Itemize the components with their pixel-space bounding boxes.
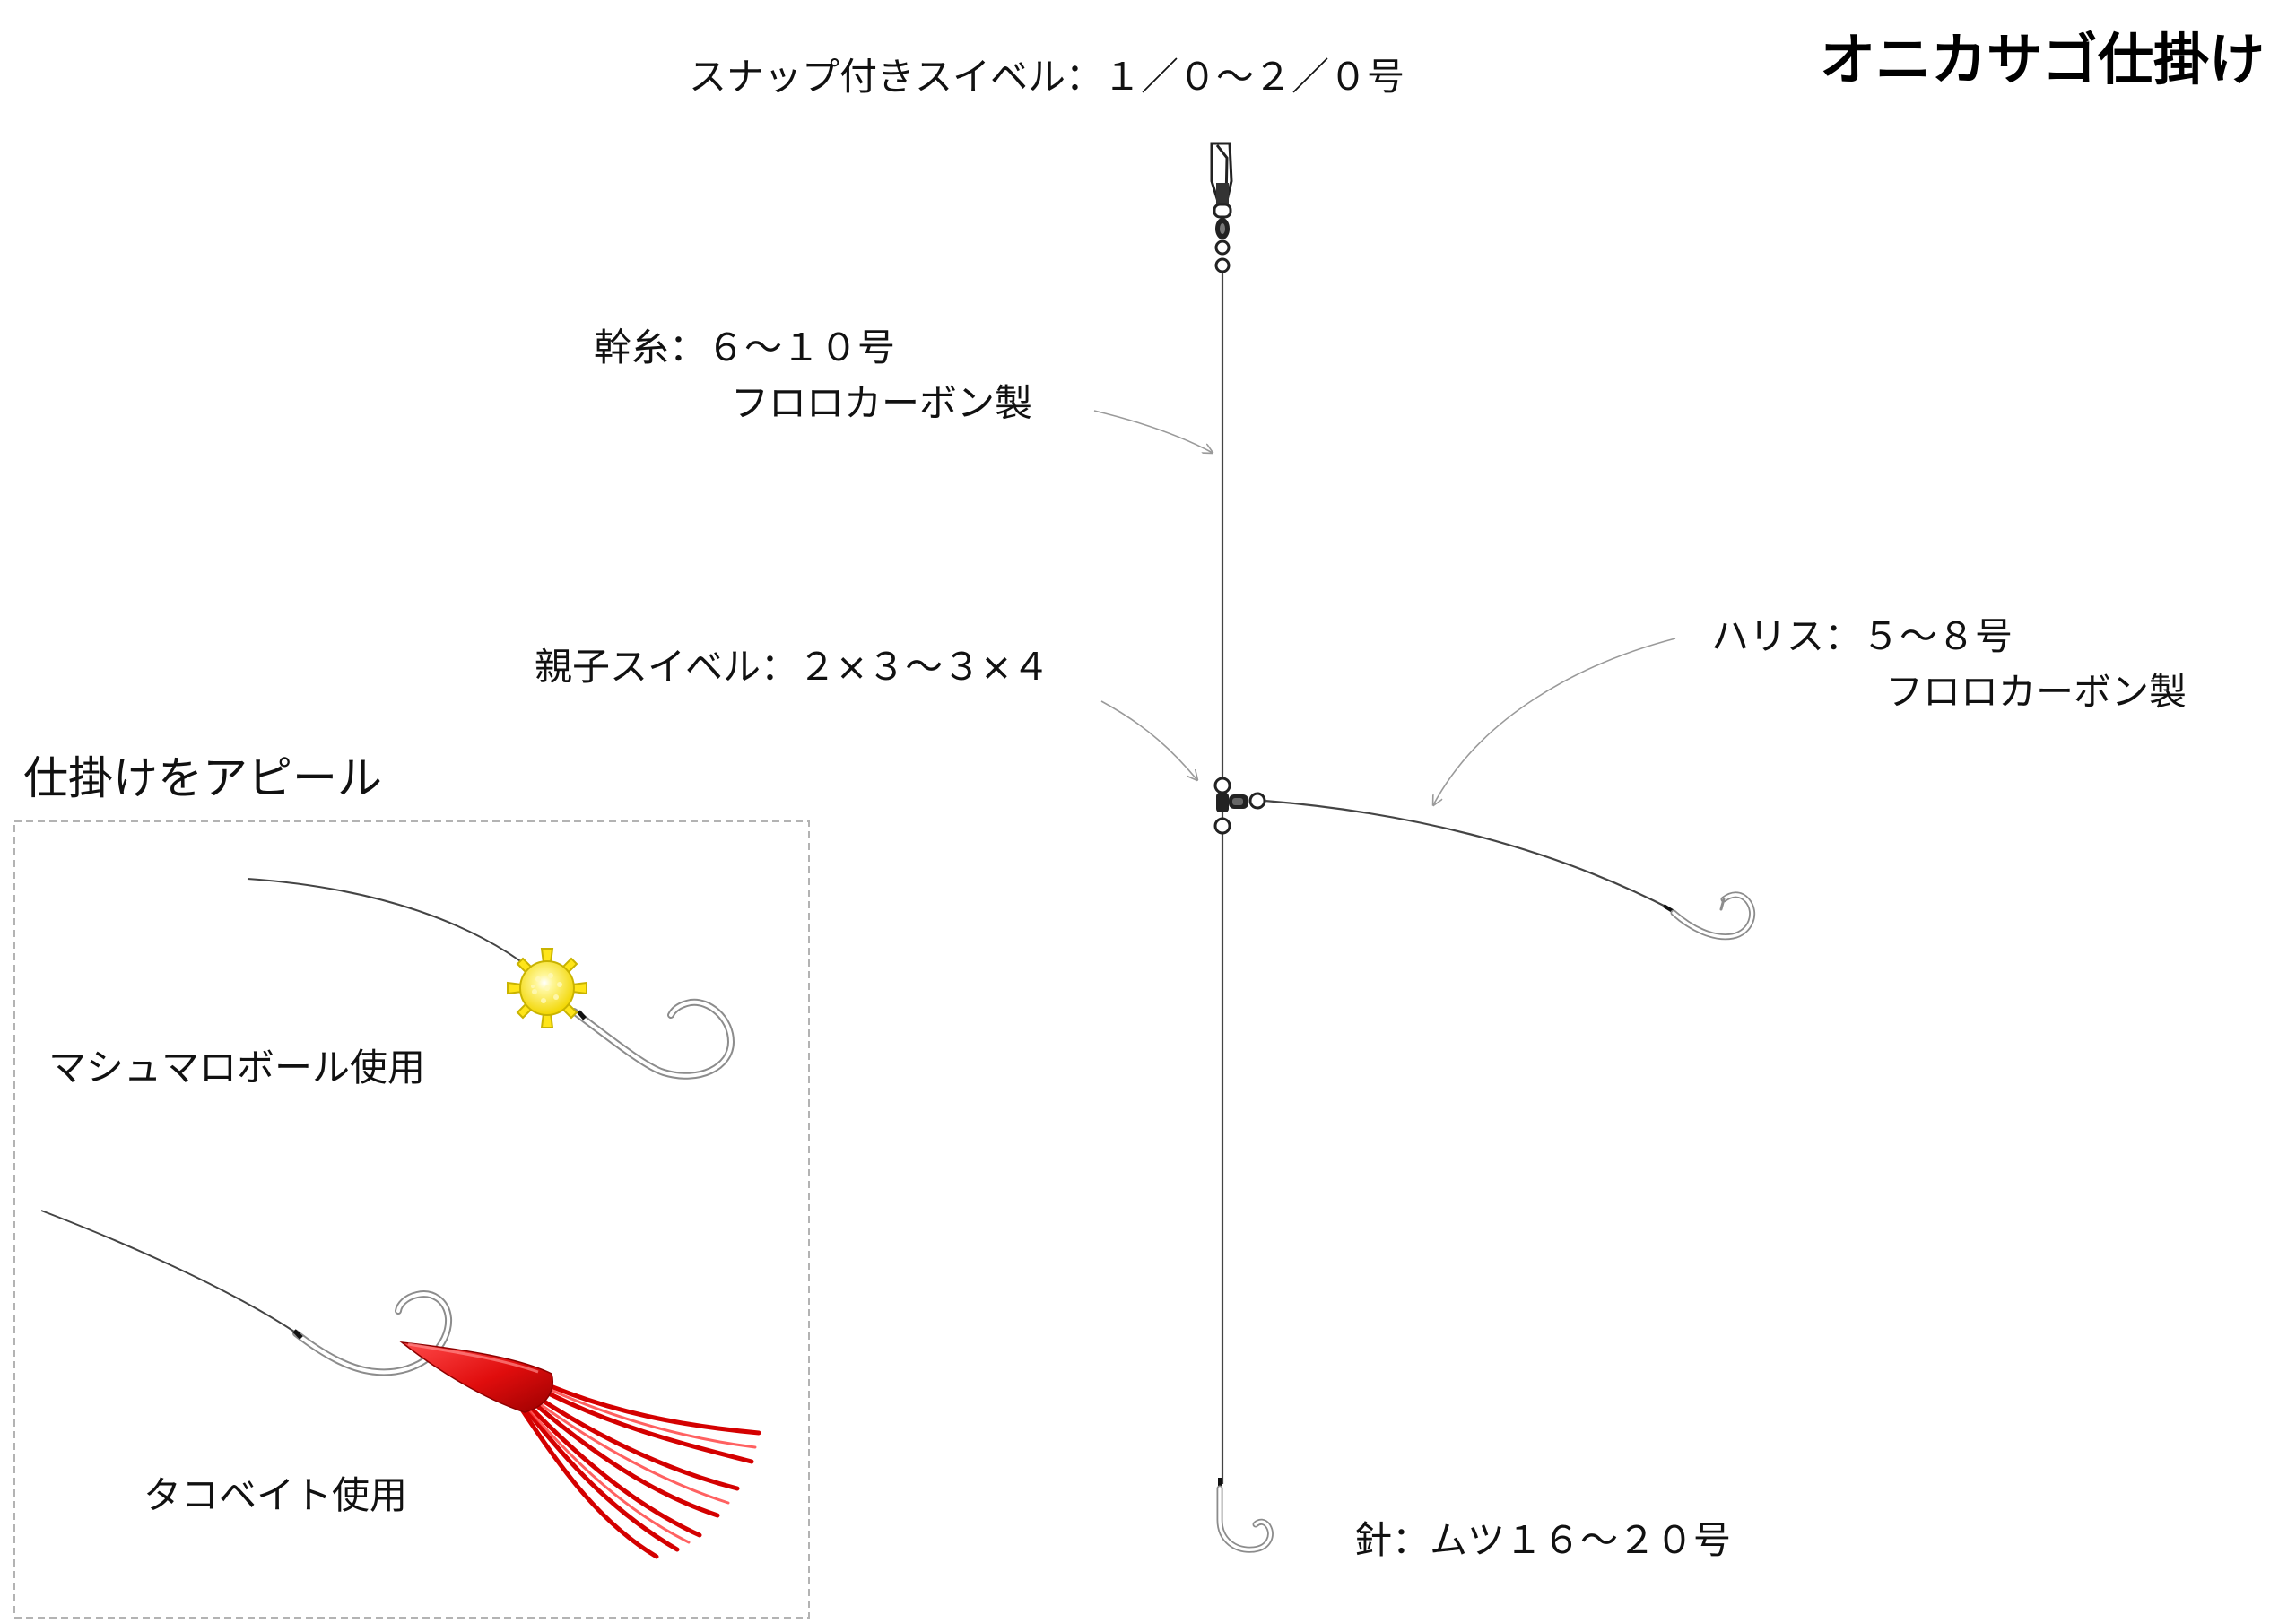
- inset-heading: 仕掛けをアピール: [23, 752, 382, 804]
- snap-swivel-icon: [1210, 142, 1233, 273]
- main-line-arrow: [1093, 410, 1213, 453]
- snap-swivel-label: スナップ付きスイベル：１／０～２／０号: [689, 55, 1405, 99]
- octopus-label: タコベイト使用: [144, 1473, 407, 1517]
- leader-label-2: フロロカーボン製: [1885, 670, 2187, 714]
- three-way-swivel-arrow: [1100, 700, 1197, 780]
- octopus-skirt-icon: [399, 1341, 761, 1559]
- leader-arrow: [1433, 638, 1676, 805]
- leader-label-1: ハリス：５～８号: [1711, 614, 2013, 658]
- octopus-leader-line: [40, 1210, 295, 1332]
- marshmallow-label: マシュマロボール使用: [48, 1046, 425, 1089]
- bottom-hook-icon: [1216, 1485, 1274, 1553]
- branch-hook-icon: [1670, 891, 1755, 941]
- marshmallow-hook-icon: [570, 998, 735, 1080]
- inset-box: [13, 820, 810, 1619]
- hook-label: 針：ムツ１６～２０号: [1354, 1518, 1731, 1562]
- main-line-label-1: 幹糸：６～１０号: [594, 325, 895, 369]
- three-way-swivel-label: 親子スイベル：２×３～３×４: [535, 645, 1049, 689]
- three-way-swivel-icon: [1213, 777, 1266, 835]
- page-title: オニカサゴ仕掛け: [1820, 27, 2265, 92]
- marshmallow-ball-icon: [507, 948, 587, 1028]
- marshmallow-leader-line: [247, 878, 552, 987]
- octopus-hook-icon: [292, 1290, 453, 1376]
- leader-line: [1264, 799, 1674, 911]
- main-line-label-2: フロロカーボン製: [731, 381, 1032, 425]
